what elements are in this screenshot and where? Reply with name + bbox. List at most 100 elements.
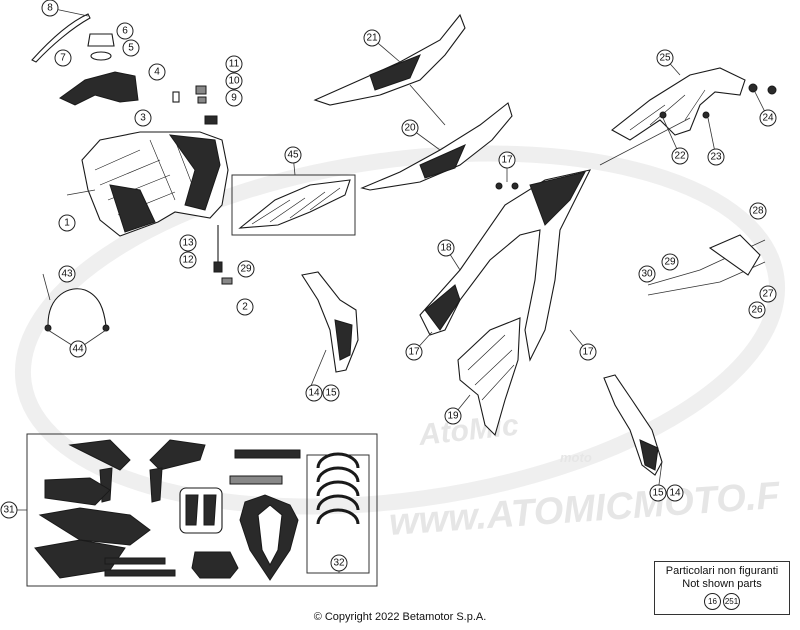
footnote-ref: 16 — [704, 593, 721, 610]
box-45 — [231, 174, 356, 236]
vent-hose — [44, 288, 110, 332]
callout-17c: 17 — [579, 343, 597, 361]
callout-2: 2 — [236, 298, 254, 316]
sticker-kit — [34, 439, 301, 581]
callout-31: 31 — [0, 501, 18, 519]
callout-30: 30 — [638, 265, 656, 283]
callout-27: 27 — [759, 285, 777, 303]
svg-text:24: 24 — [762, 113, 774, 124]
callout-11: 11 — [225, 55, 243, 73]
callout-9: 9 — [225, 89, 243, 107]
footnote-refs: 16 251 — [655, 593, 789, 610]
fork-guard-left — [301, 271, 359, 373]
callout-13: 13 — [179, 234, 197, 252]
callout-17a: 17 — [498, 151, 516, 169]
svg-text:44: 44 — [72, 344, 84, 355]
svg-text:4: 4 — [154, 67, 160, 78]
callout-15b: 15 — [649, 484, 667, 502]
svg-text:43: 43 — [61, 269, 73, 280]
watermark-logo-sub: moto — [560, 450, 592, 465]
callout-26: 26 — [748, 301, 766, 319]
svg-text:22: 22 — [674, 151, 686, 162]
callout-23: 23 — [707, 148, 725, 166]
callout-45: 45 — [284, 146, 302, 164]
svg-text:23: 23 — [710, 152, 722, 163]
svg-text:31: 31 — [3, 505, 15, 516]
callout-3: 3 — [134, 109, 152, 127]
callout-25: 25 — [656, 49, 674, 67]
tank-tube — [213, 225, 233, 285]
svg-text:29: 29 — [240, 264, 252, 275]
svg-text:27: 27 — [762, 289, 774, 300]
callout-22: 22 — [671, 147, 689, 165]
callout-15a: 15 — [322, 384, 340, 402]
svg-text:3: 3 — [140, 113, 146, 124]
callout-19: 19 — [444, 407, 462, 425]
callout-43: 43 — [58, 265, 76, 283]
seat-lower — [360, 102, 513, 191]
callout-28: 28 — [749, 202, 767, 220]
skid-plate — [238, 179, 351, 229]
svg-text:10: 10 — [228, 76, 240, 87]
svg-text:15: 15 — [652, 488, 664, 499]
svg-text:14: 14 — [669, 488, 681, 499]
svg-text:2: 2 — [242, 302, 248, 313]
svg-text:20: 20 — [404, 123, 416, 134]
callout-24: 24 — [759, 109, 777, 127]
footnote-ref: 251 — [723, 593, 740, 610]
svg-text:17: 17 — [408, 347, 420, 358]
rear-fender — [419, 169, 592, 362]
svg-text:21: 21 — [366, 33, 378, 44]
svg-text:45: 45 — [287, 150, 299, 161]
callout-8: 8 — [41, 0, 59, 17]
svg-text:13: 13 — [182, 238, 194, 249]
watermark-logo: AtoMic — [416, 409, 520, 452]
callout-12: 12 — [179, 251, 197, 269]
svg-text:7: 7 — [60, 53, 66, 64]
callout-20: 20 — [401, 119, 419, 137]
rim-stripes — [316, 452, 360, 525]
callout-32: 32 — [330, 554, 348, 572]
callout-4: 4 — [148, 63, 166, 81]
callout-17b: 17 — [405, 343, 423, 361]
tank-cap-parts — [31, 13, 218, 125]
svg-text:30: 30 — [641, 269, 653, 280]
svg-text:12: 12 — [182, 255, 194, 266]
svg-text:15: 15 — [325, 388, 337, 399]
not-shown-parts-box: Particolari non figuranti Not shown part… — [654, 561, 790, 615]
footnote-line-english: Not shown parts — [682, 578, 762, 590]
fuel-tank — [81, 131, 229, 237]
svg-text:9: 9 — [231, 93, 237, 104]
svg-text:5: 5 — [128, 43, 134, 54]
callout-18: 18 — [437, 239, 455, 257]
license-bracket — [647, 234, 766, 296]
callout-6: 6 — [116, 22, 134, 40]
svg-text:17: 17 — [501, 155, 513, 166]
footnote-line-italian: Particolari non figuranti — [665, 565, 779, 577]
svg-text:11: 11 — [229, 59, 240, 70]
watermark-url: www.ATOMICMOTO.F — [388, 475, 783, 544]
svg-text:1: 1 — [64, 218, 70, 229]
callout-10: 10 — [225, 72, 243, 90]
callout-5: 5 — [122, 39, 140, 57]
callout-21: 21 — [363, 29, 381, 47]
callout-14b: 14 — [666, 484, 684, 502]
svg-text:25: 25 — [659, 53, 671, 64]
svg-text:19: 19 — [447, 411, 459, 422]
side-panel — [457, 317, 521, 437]
callout-7: 7 — [54, 49, 72, 67]
svg-text:14: 14 — [308, 388, 320, 399]
rear-subframe — [611, 67, 777, 141]
svg-text:6: 6 — [122, 26, 128, 37]
callouts: 1 2 3 4 5 6 7 8 9 10 11 12 13 14 15 14 1… — [0, 0, 777, 572]
svg-text:18: 18 — [440, 243, 452, 254]
fork-guard-right — [603, 374, 663, 476]
callout-29b: 29 — [237, 260, 255, 278]
svg-text:17: 17 — [582, 347, 594, 358]
copyright-text: © Copyright 2022 Betamotor S.p.A. — [313, 611, 487, 623]
svg-text:29: 29 — [664, 257, 676, 268]
callout-29a: 29 — [661, 253, 679, 271]
callout-44: 44 — [69, 340, 87, 358]
callout-1: 1 — [58, 214, 76, 232]
